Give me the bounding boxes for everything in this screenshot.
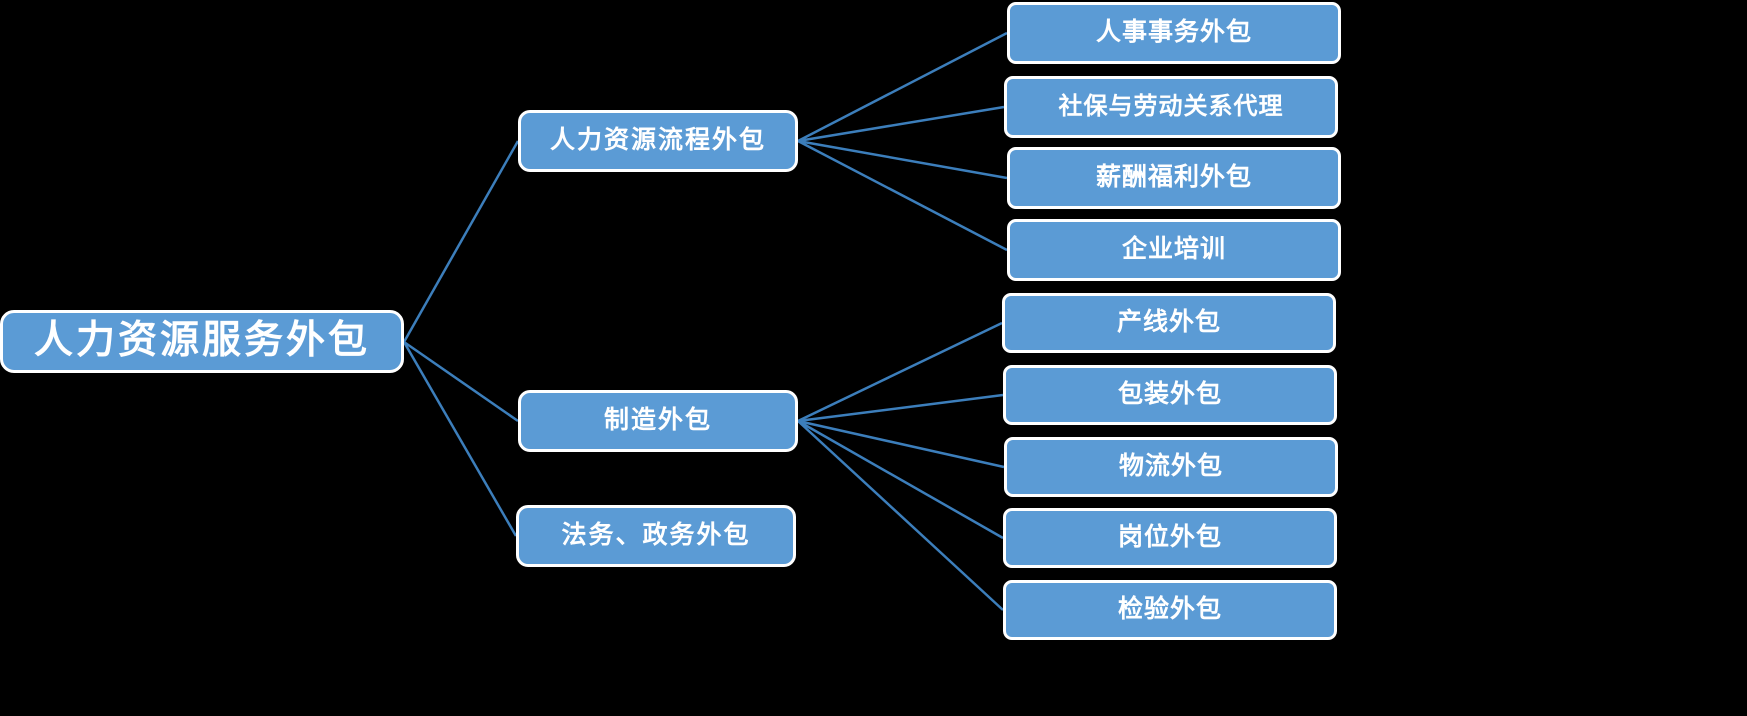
node-label: 包装外包: [1117, 380, 1222, 409]
mfg-to-leaf-5: [797, 420, 1004, 611]
mfg-to-leaf-4: [797, 419, 1004, 540]
node-label: 人力资源流程外包: [549, 126, 766, 155]
node-label: 人力资源服务外包: [33, 319, 370, 363]
leaf-node-2[interactable]: 社保与劳动关系代理: [1004, 76, 1338, 138]
hr-to-leaf-1: [797, 31, 1008, 143]
mfg-to-leaf-3: [797, 419, 1005, 469]
root-node[interactable]: 人力资源服务外包: [0, 310, 404, 373]
hr-to-leaf-4: [797, 139, 1008, 252]
node-label: 法务、政务外包: [561, 521, 751, 550]
category-node-legal[interactable]: 法务、政务外包: [516, 505, 796, 567]
leaf-node-5[interactable]: 产线外包: [1002, 293, 1336, 353]
root-to-mfg: [403, 340, 519, 423]
category-node-mfg[interactable]: 制造外包: [518, 390, 798, 452]
leaf-node-7[interactable]: 物流外包: [1004, 437, 1338, 497]
leaf-node-1[interactable]: 人事事务外包: [1007, 2, 1341, 64]
node-label: 企业培训: [1121, 235, 1226, 264]
node-label: 岗位外包: [1117, 523, 1222, 552]
leaf-node-9[interactable]: 检验外包: [1003, 580, 1337, 640]
leaf-node-3[interactable]: 薪酬福利外包: [1007, 147, 1341, 209]
mfg-to-leaf-2: [797, 393, 1004, 423]
node-label: 人事事务外包: [1095, 18, 1252, 47]
node-label: 物流外包: [1118, 452, 1223, 481]
leaf-node-8[interactable]: 岗位外包: [1003, 508, 1337, 568]
category-node-hr[interactable]: 人力资源流程外包: [518, 110, 798, 172]
hr-to-leaf-3: [797, 139, 1008, 180]
mfg-to-leaf-1: [797, 321, 1003, 423]
root-to-hr: [402, 140, 520, 343]
node-label: 产线外包: [1116, 308, 1221, 337]
node-label: 制造外包: [603, 406, 712, 435]
leaf-node-4[interactable]: 企业培训: [1007, 219, 1341, 281]
node-label: 检验外包: [1117, 595, 1222, 624]
node-label: 社保与劳动关系代理: [1058, 92, 1284, 120]
root-to-legal: [402, 341, 518, 537]
leaf-node-6[interactable]: 包装外包: [1003, 365, 1337, 425]
hr-to-leaf-2: [797, 105, 1005, 143]
node-label: 薪酬福利外包: [1095, 163, 1252, 192]
